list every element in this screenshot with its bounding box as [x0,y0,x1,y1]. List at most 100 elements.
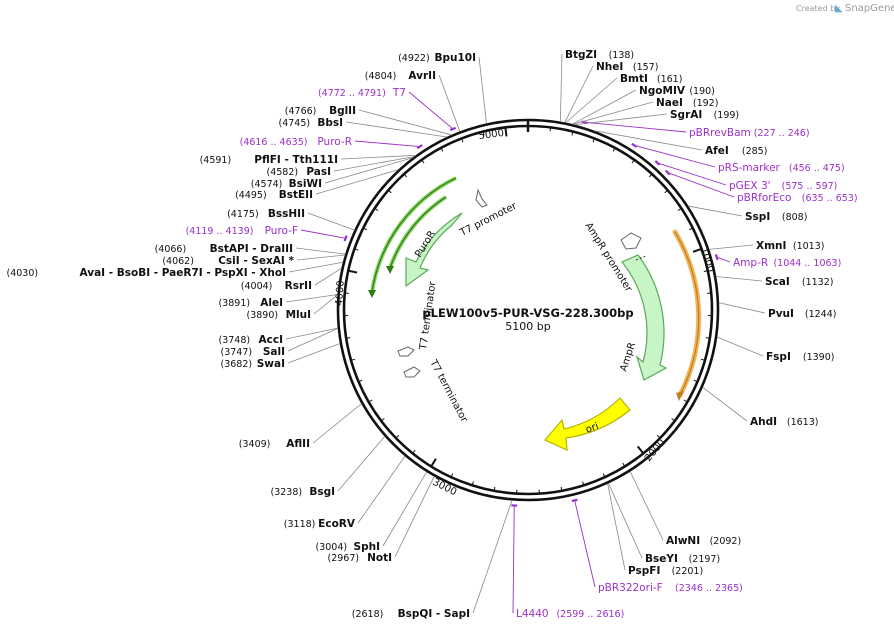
primer-leader-line [634,144,716,168]
site-pos-naei: (192) [693,98,719,109]
site-pos-bsshii: (4175) [227,209,259,220]
site-pos-bsgi: (3238) [271,487,303,498]
primer-name-prs-marker: pRS-marker [718,162,781,174]
leader-line [285,294,338,303]
site-pos-xmni: (1013) [793,241,825,252]
site-pos-avrii: (4804) [365,71,397,82]
primer-range-pbrforeco: (635 .. 653) [802,193,858,204]
tick-label-1000: 1000 [697,246,716,274]
minor-tick [693,379,697,382]
site-name-avai-bsobi-paer7i-pspxi-xhoi: AvaI - BsoBI - PaeR7I - PspXI - XhoI [79,267,286,279]
tick-label-4000: 4000 [334,280,347,306]
ampr-arrow [621,254,668,381]
t7-terminator-arrow-1 [397,346,415,357]
minor-tick [421,160,425,164]
primer-range-t7: (4772 .. 4791) [318,88,386,99]
primer-name-t7: T7 [392,87,406,99]
highlight-arc-green-outer-core [371,177,457,293]
site-pos-scai: (1132) [802,277,834,288]
leader-line [394,476,435,558]
tick-mark-3000 [430,458,437,467]
site-name-xmni: XmnI [756,240,786,252]
site-name-acci: AccI [259,334,283,346]
primer-range-pbrrevbam: (227 .. 246) [754,128,810,139]
site-pos-pspfi: (2201) [672,566,704,577]
minor-tick [560,486,563,490]
leader-line [702,386,748,422]
primer-mark-pgex-3 [654,160,661,166]
leader-line [718,302,766,314]
site-pos-ahdi: (1613) [787,417,819,428]
leader-line [295,247,346,255]
primer-name-amp-r: Amp-R [733,257,768,269]
primer-mark-puro-f [343,235,348,242]
minor-tick [472,481,474,485]
site-pos-bsteii: (4495) [235,190,267,201]
site-name-ecorv: EcoRV [318,518,356,530]
site-name-bsiwi: BsiWI [289,178,322,190]
leader-line [565,77,618,124]
site-pos-bbsi: (4745) [279,118,311,129]
site-pos-mlui: (3890) [247,310,279,321]
leader-line [307,212,355,231]
site-pos-btgzi: (138) [609,50,635,61]
primer-leader-line [574,500,596,588]
puror-arrow [405,212,463,288]
site-name-scai: ScaI [765,276,790,288]
leader-line [288,261,344,273]
site-name-nhei: NheI [596,61,623,73]
site-name-alwni: AlwNI [666,535,700,547]
site-pos-afei: (285) [742,146,768,157]
minor-tick [631,160,635,164]
site-name-sspi: SspI [745,211,770,223]
site-name-pflfi-tth111i: PflFI - Tth111I [254,154,338,166]
snapgene-logo-icon: ◣ [835,3,843,14]
t7-promoter-arrow [475,188,488,208]
site-name-fspi: FspI [766,351,791,363]
site-name-ahdi: AhdI [750,416,777,428]
minor-tick [381,418,385,421]
minor-tick [369,399,373,402]
site-pos-alei: (3891) [219,298,251,309]
minor-tick [648,174,652,178]
site-pos-pflfi-tth111i: (4591) [200,155,232,166]
site-pos-bpu10i: (4922) [398,53,430,64]
site-name-aflii: AflII [286,438,310,450]
site-pos-ecorv: (3118) [284,519,316,530]
feature-label-t7-terminator-2: T7 terminator [427,357,470,425]
leader-line [478,56,487,124]
leader-line [472,500,513,614]
site-pos-ngomiv: (190) [689,86,715,97]
feature-label-ampr-promoter: AmpR promoter [582,221,634,295]
primer-name-l4440: L4440 [516,608,549,620]
primer-mark-puro-r [416,144,423,150]
leader-line [340,154,416,160]
leader-line [688,205,743,217]
leader-line [315,169,399,195]
site-pos-bmti: (161) [657,74,683,85]
plasmid-name: pLEW100v5-PUR-VSG-228.300bp [422,306,633,320]
minor-tick [656,434,660,438]
ampr-dash [635,255,647,261]
site-labels: BtgZI(138)NheI(157)BmtI(161)NgoMIV(190)N… [6,49,857,620]
site-name-pasi: PasI [306,166,331,178]
minor-tick [363,227,368,231]
minor-tick [688,227,693,231]
site-name-noti: NotI [367,552,392,564]
leader-line [285,327,338,340]
site-name-bsteii: BstEII [279,189,313,201]
site-name-pvui: PvuI [768,308,794,320]
leader-line [287,343,341,364]
primer-name-pbrrevbam: pBRrevBam [689,127,751,139]
site-name-mlui: MluI [286,309,311,321]
primer-leader-line [657,162,727,186]
minor-tick [482,132,485,136]
site-pos-aflii: (3409) [239,439,271,450]
leader-line [593,130,703,151]
feature-label-t7-promoter: T7 promoter [457,200,519,239]
minor-tick [602,473,605,477]
leader-line [333,156,415,172]
site-pos-sphi: (3004) [316,542,348,553]
plasmid-length: 5100 bp [505,320,550,333]
